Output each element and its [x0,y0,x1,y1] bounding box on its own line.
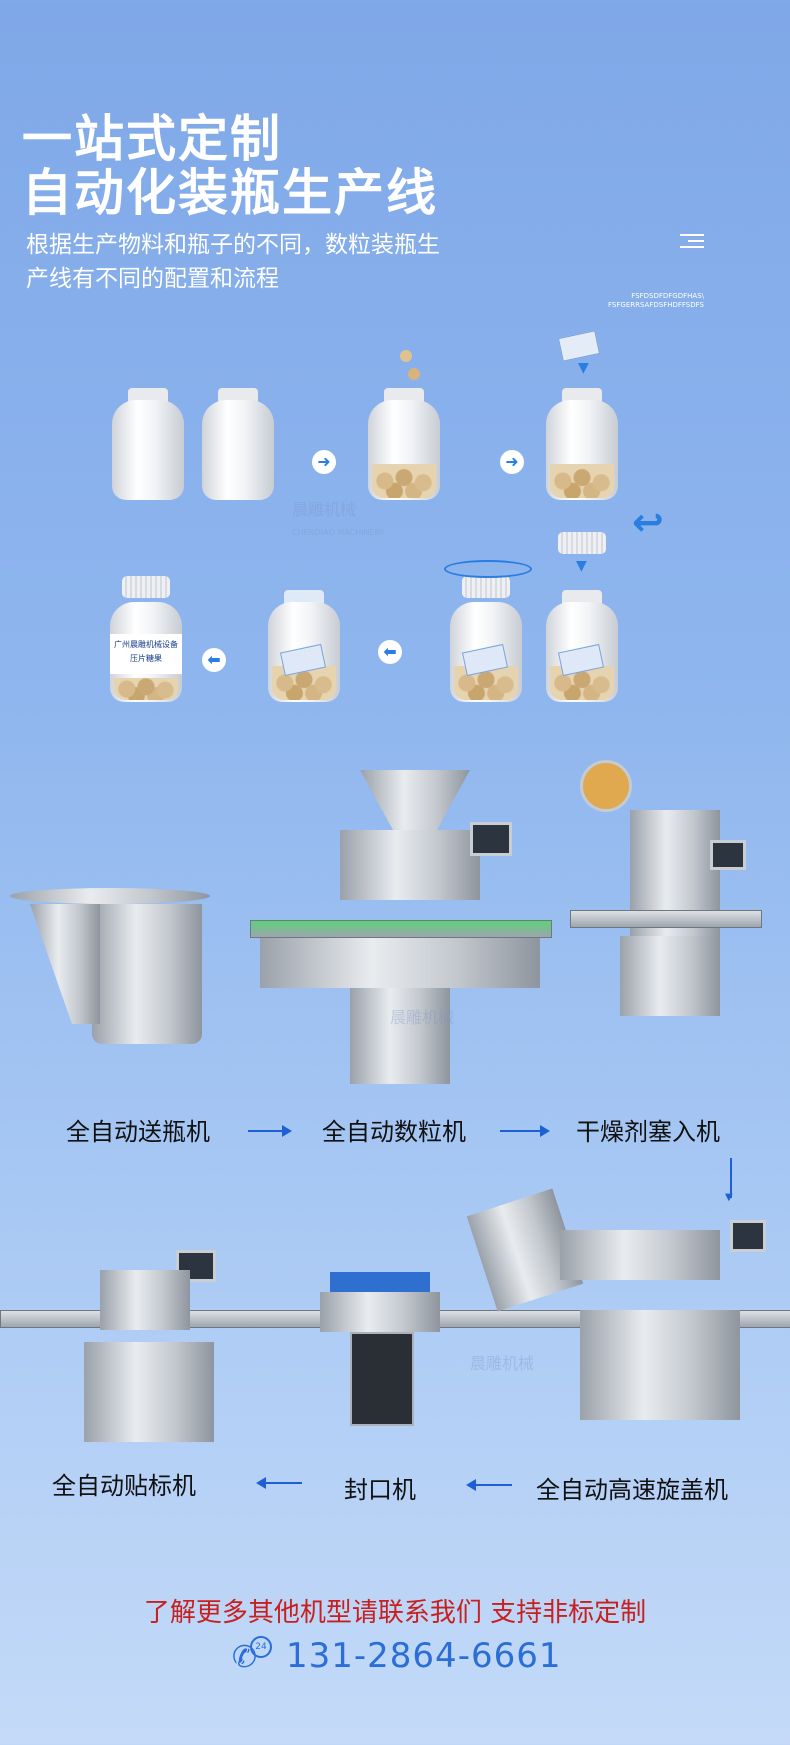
machine-label-labeler: 全自动贴标机 [52,1472,196,1500]
empty-bottle-2 [202,388,274,500]
tiny-text: FSFDSDFDFGDFHAS\ FSFGERRSAFDSFHDFFSDFS [560,292,704,310]
arrow-down-icon: ▼ [576,558,587,574]
flow-arrow-right-icon [500,1125,550,1137]
machine-label-sealer: 封口机 [344,1476,416,1504]
machine-label-capper: 全自动高速旋盖机 [536,1476,728,1504]
menu-icon[interactable] [680,230,704,252]
watermark-logo: 晨雕机械 CHENDIAO MACHINERY [292,496,385,539]
hero-title-1: 一站式定制 [22,110,282,168]
phone-number[interactable]: 131-2864-6661 [286,1636,562,1676]
tiny-text-2: FSFGERRSAFDSFHDFFSDFS [608,301,704,309]
watermark-logo: 晨雕机械 [470,1350,534,1374]
bottle-feeder-machine [10,860,220,1060]
sealing-machine [300,1236,460,1436]
arrow-right-icon: ➜ [500,450,524,474]
machine-label-desiccant-inserter: 干燥剂塞入机 [576,1118,720,1146]
hero-subtitle-2: 产线有不同的配置和流程 [26,266,279,292]
turn-arrow-icon: ↩ [632,500,664,544]
bottle-label-line1: 广州晨雕机械设备 [114,640,178,649]
machine-label-tablet-counter: 全自动数粒机 [322,1118,466,1146]
flow-arrow-left-icon [466,1479,512,1491]
arrow-right-icon: ➜ [312,450,336,474]
rotate-arrow-icon [444,560,532,578]
hours-badge: 24 [250,1636,272,1658]
flow-arrow-left-icon [256,1477,302,1489]
desiccant-inserter-machine [570,760,770,1060]
capping-bottle [450,576,522,702]
labeled-bottle: 广州晨雕机械设备压片糖果 [110,576,182,702]
bottle-with-cap [546,590,618,702]
labeling-machine [80,1250,230,1450]
falling-pill-icon [400,350,412,362]
flow-arrow-right-icon [248,1125,292,1137]
cap-icon [558,532,606,554]
watermark-brand-en: CHENDIAO MACHINERY [292,528,385,537]
bottle-with-desiccant [546,388,618,500]
machine-label-bottle-feeder: 全自动送瓶机 [66,1118,210,1146]
arrow-left-icon: ⬅ [378,640,402,664]
hero-subtitle-1: 根据生产物料和瓶子的不同，数粒装瓶生 [26,232,440,258]
sealed-bottle [268,590,340,702]
hero-title-2: 自动化装瓶生产线 [22,164,438,222]
tiny-text-1: FSFDSDFDFGDFHAS\ [631,292,704,300]
flow-arrow-down-head-icon: ▼ [725,1192,733,1203]
bottle-label-line2: 压片糖果 [130,654,162,663]
falling-pill-icon [408,368,420,380]
phone-24h-icon: ✆ 24 [232,1636,272,1675]
arrow-down-icon: ▼ [578,360,589,376]
filled-bottle [368,388,440,500]
tablet-counting-machine [250,770,552,1090]
watermark-brand: 晨雕机械 [292,500,357,519]
flow-arrow-down-icon [730,1158,732,1198]
watermark-brand: 晨雕机械 [470,1354,535,1373]
desiccant-sachet-icon [557,330,601,362]
watermark-logo: 晨雕机械 [390,1004,454,1028]
empty-bottle-1 [112,388,184,500]
arrow-left-icon: ⬅ [202,648,226,672]
contact-cta-text: 了解更多其他机型请联系我们 支持非标定制 [143,1598,647,1628]
capping-machine [466,1188,766,1430]
watermark-brand: 晨雕机械 [390,1008,455,1027]
